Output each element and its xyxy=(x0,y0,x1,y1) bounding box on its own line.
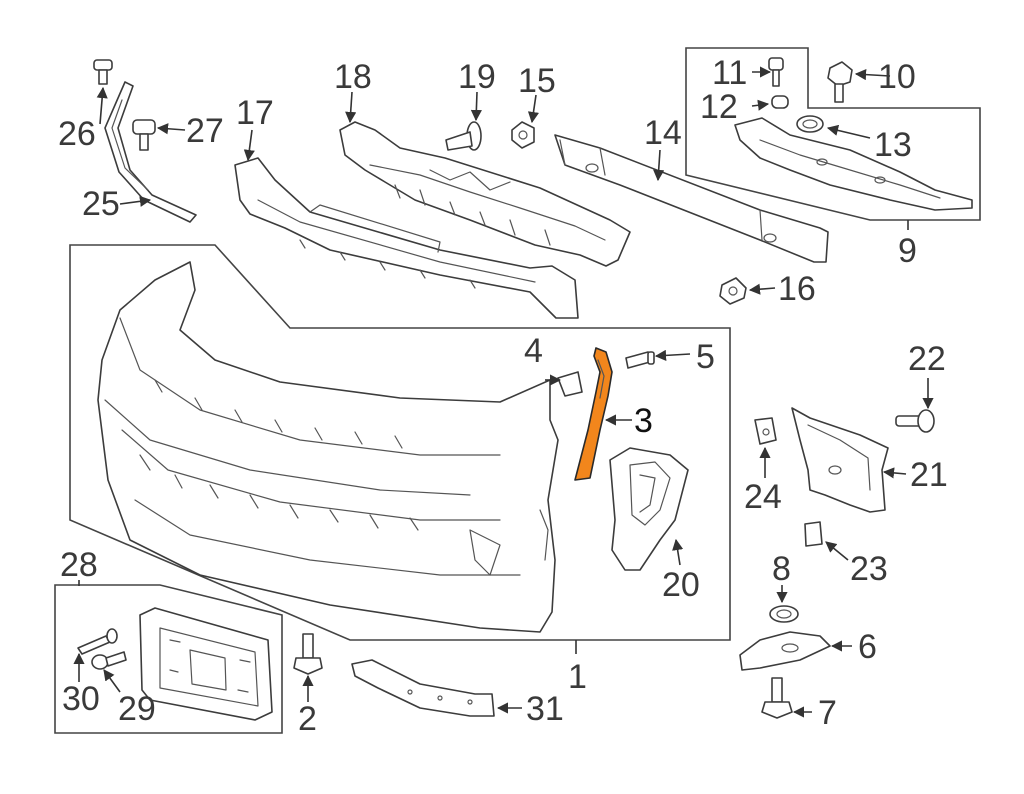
callout-labels: 1 2 3 4 5 6 7 8 9 10 11 12 13 14 15 16 1… xyxy=(58,54,948,738)
callout-20: 20 xyxy=(662,566,700,604)
part-10-bolt xyxy=(827,61,853,103)
part-3-highlighted-strip xyxy=(574,347,613,481)
part-12-grommet xyxy=(771,95,789,109)
part-2-bolt xyxy=(293,633,323,675)
callout-11: 11 xyxy=(712,54,747,92)
part-21-bracket xyxy=(791,407,889,513)
part-16-bolt xyxy=(719,277,747,305)
part-6-bracket xyxy=(739,631,831,671)
part-30-rivet xyxy=(77,628,118,655)
callout-6: 6 xyxy=(858,628,877,666)
part-25-trim-strip xyxy=(104,81,197,223)
part-5-screw xyxy=(625,351,655,369)
callout-13: 13 xyxy=(874,126,912,164)
part-8-grommet xyxy=(769,605,799,623)
callout-19: 19 xyxy=(458,58,496,96)
frame-group-28 xyxy=(54,584,283,734)
frame-group-1 xyxy=(69,244,731,641)
callout-26: 26 xyxy=(58,115,96,153)
callout-15: 15 xyxy=(518,62,556,100)
part-31-lower-spoiler xyxy=(351,659,495,717)
part-19-push-pin xyxy=(445,121,482,151)
callout-9: 9 xyxy=(898,232,917,270)
leader-lines xyxy=(73,66,934,718)
callout-28: 28 xyxy=(60,546,98,584)
part-11-screw xyxy=(768,57,784,87)
callout-31: 31 xyxy=(526,690,564,728)
part-14-reinforcement xyxy=(554,134,829,263)
callout-7: 7 xyxy=(818,694,837,732)
part-4-clip xyxy=(557,371,583,397)
callout-3: 3 xyxy=(634,402,653,440)
part-26-screw xyxy=(93,59,113,85)
part-23-clip xyxy=(804,521,823,547)
callout-29: 29 xyxy=(118,690,156,728)
part-17-absorber xyxy=(234,157,579,319)
callout-17: 17 xyxy=(236,94,274,132)
part-7-bolt xyxy=(761,677,793,719)
part-18-bracket xyxy=(339,121,631,267)
callout-8: 8 xyxy=(772,550,791,588)
part-29-screw xyxy=(91,651,127,670)
callout-14: 14 xyxy=(644,114,682,152)
callout-1: 1 xyxy=(568,658,587,696)
callout-16: 16 xyxy=(778,270,816,308)
callout-23: 23 xyxy=(850,550,888,588)
callout-4: 4 xyxy=(524,332,543,370)
part-24-clip xyxy=(754,417,777,445)
callout-22: 22 xyxy=(908,340,946,378)
part-28-license-bracket xyxy=(139,607,273,721)
callout-2: 2 xyxy=(298,700,317,738)
part-9-support-bracket xyxy=(734,117,973,211)
callout-25: 25 xyxy=(82,185,120,223)
part-13-seal xyxy=(796,115,824,133)
callout-30: 30 xyxy=(62,680,100,718)
part-1-bumper-fascia xyxy=(97,261,559,633)
callout-5: 5 xyxy=(696,338,715,376)
callout-24: 24 xyxy=(744,478,782,516)
callout-12: 12 xyxy=(700,88,738,126)
part-22-bolt xyxy=(895,409,935,433)
callout-27: 27 xyxy=(186,112,224,150)
frame-group-9 xyxy=(685,47,981,221)
callout-21: 21 xyxy=(910,456,948,494)
part-20-fog-bezel xyxy=(609,447,689,571)
callout-10: 10 xyxy=(878,58,916,96)
part-27-bolt xyxy=(132,119,156,151)
part-15-nut xyxy=(511,121,535,149)
callout-18: 18 xyxy=(334,58,372,96)
